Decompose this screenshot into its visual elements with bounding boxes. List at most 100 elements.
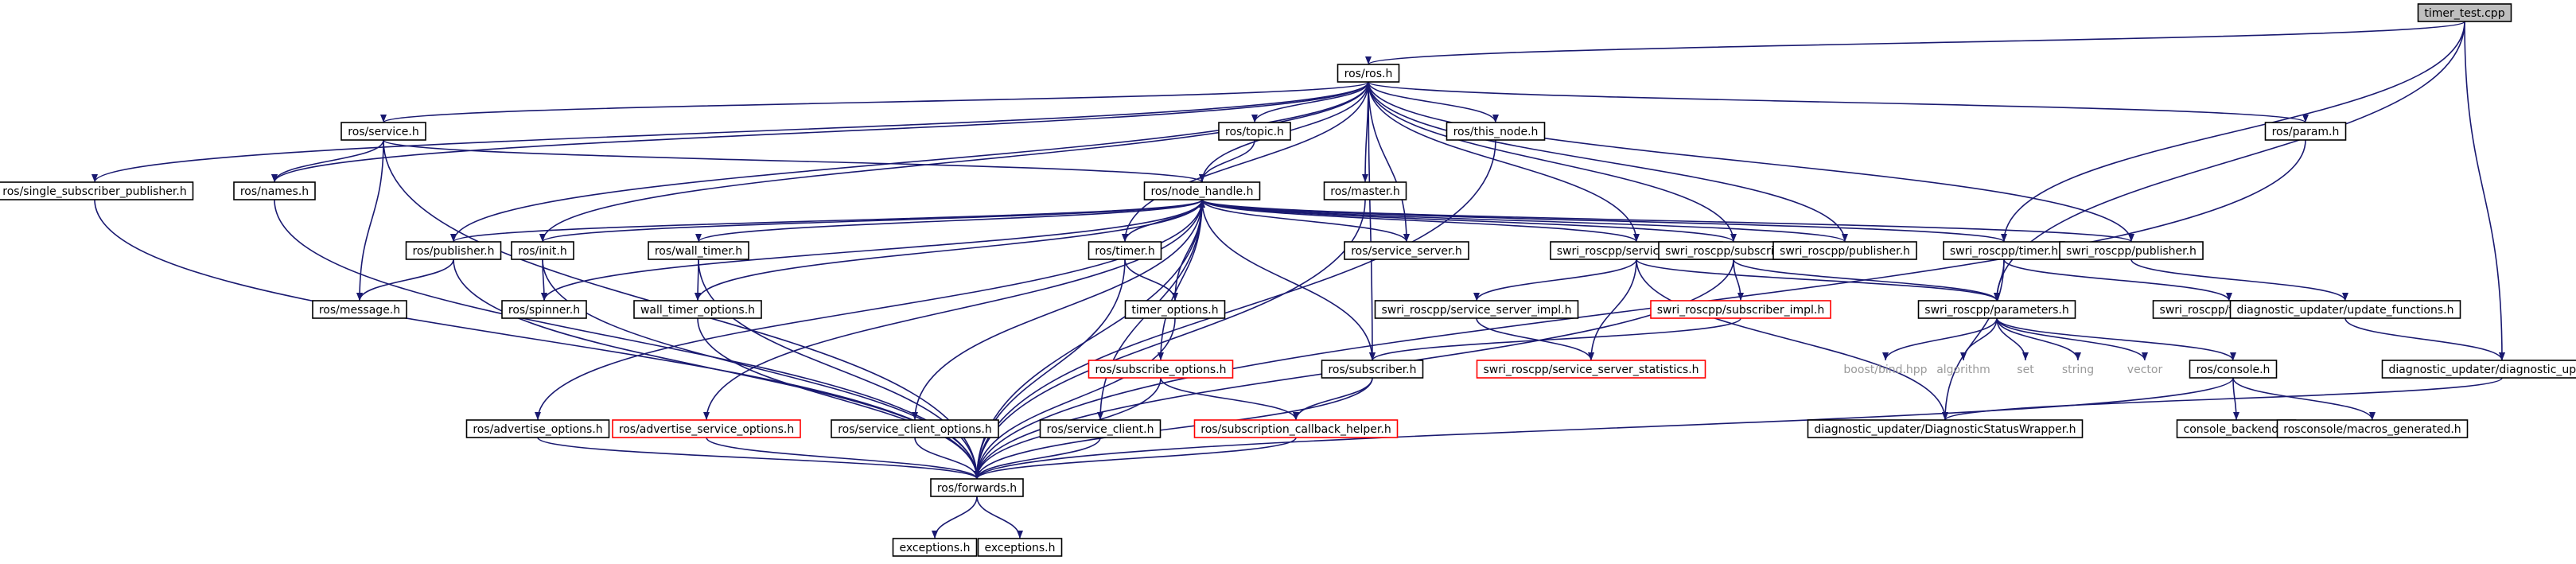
edge-advertise-options-to-forwards [537,437,978,480]
edge-update-functions-to-diag-updater [2344,317,2503,361]
node-boost-bind[interactable]: boost/bind.hpp [1843,364,1927,376]
edge-swri-service-server-to-ss-impl [1476,259,1637,301]
node-label: ros/subscriber.h [1328,364,1416,376]
node-label: ros/param.h [2272,126,2340,138]
edge-ros-ros-to-swri-publisher-mid [1368,81,1846,243]
node-exceptions-2[interactable]: exceptions.h [977,538,1063,557]
node-timer-test[interactable]: timer_test.cpp [2417,3,2512,22]
edge-arrowhead [1882,352,1889,360]
node-forwards[interactable]: ros/forwards.h [930,478,1024,497]
node-label: swri_roscpp/subscriber_impl.h [1657,304,1824,317]
node-label: vector [2127,364,2163,376]
node-node-handle[interactable]: ros/node_handle.h [1143,181,1261,200]
node-service-server[interactable]: ros/service_server.h [1344,241,1469,260]
node-label: boost/bind.hpp [1843,364,1927,376]
node-label: ros/wall_timer.h [655,245,742,258]
node-service[interactable]: ros/service.h [340,122,426,141]
node-label: ros/ros.h [1344,68,1393,80]
node-ros-ros[interactable]: ros/ros.h [1337,64,1400,83]
node-label: ros/publisher.h [412,245,494,258]
edge-arrowhead [1633,234,1640,242]
node-label: swri_roscpp/publisher.h [1780,245,1910,258]
node-label: ros/forwards.h [937,482,1017,495]
node-names[interactable]: ros/names.h [233,181,316,200]
node-box [2264,122,2347,141]
node-macros-generated[interactable]: rosconsole/macros_generated.h [2276,419,2469,438]
node-box [2059,241,2204,260]
node-label: rosconsole/macros_generated.h [2283,423,2461,436]
node-layer: timer_test.cpp ros/ros.h ros/service.h ros/… [0,3,2576,557]
node-swri-subscriber[interactable]: swri_roscpp/subscriber.h [1658,241,1809,260]
node-diag-status-wrapper[interactable]: diagnostic_updater/DiagnosticStatusWrapp… [1807,419,2084,438]
node-service-client[interactable]: ros/service_client.h [1039,419,1162,438]
node-console[interactable]: ros/console.h [2189,360,2278,379]
node-label: ros/topic.h [1225,126,1284,138]
edge-arrowhead [695,234,702,242]
node-publisher-l[interactable]: ros/publisher.h [405,241,502,260]
edge-node-handle-to-init [542,199,1203,243]
edge-ros-ros-to-single-sub-pub [94,81,1369,183]
node-parameters[interactable]: swri_roscpp/parameters.h [1917,300,2076,319]
edge-ros-ros-to-param [1368,81,2306,123]
node-string[interactable]: string [2062,364,2094,376]
node-label: ros/subscription_callback_helper.h [1200,423,1391,436]
node-subscribe-options[interactable]: ros/subscribe_options.h [1088,360,1234,379]
node-swri-timer[interactable]: swri_roscpp/timer.h [1943,241,2065,260]
node-single-sub-pub[interactable]: ros/single_subscriber_publisher.h [0,181,194,200]
node-message[interactable]: ros/message.h [312,300,407,319]
node-ros-timer[interactable]: ros/timer.h [1088,241,1162,260]
edge-swri-timer-to-timer-impl [2003,259,2230,301]
node-label: ros/init.h [518,245,567,258]
edge-arrowhead [535,412,541,420]
edge-ros-ros-to-ros-subscriber [1368,81,1373,361]
node-vector[interactable]: vector [2127,364,2163,376]
node-init[interactable]: ros/init.h [511,241,574,260]
edge-arrowhead [2075,352,2081,360]
edge-service-to-message [359,139,384,301]
node-label: ros/message.h [319,304,400,317]
node-sub-impl[interactable]: swri_roscpp/subscriber_impl.h [1650,300,1831,319]
node-label: console_backend.h [2184,423,2290,436]
node-ss-statistics[interactable]: swri_roscpp/service_server_statistics.h [1476,360,1706,379]
node-adv-service-options[interactable]: ros/advertise_service_options.h [612,419,801,438]
edge-swri-service-server-to-node-handle [1201,199,1637,243]
edge-arrowhead [1251,115,1258,123]
node-topic[interactable]: ros/topic.h [1218,122,1291,141]
node-wall-timer[interactable]: ros/wall_timer.h [648,241,749,260]
node-console-backend[interactable]: console_backend.h [2176,419,2297,438]
node-algorithm[interactable]: algorithm [1936,364,1990,376]
node-label: exceptions.h [899,542,970,554]
node-ss-impl[interactable]: swri_roscpp/service_server_impl.h [1374,300,1579,319]
edge-ros-ros-to-swri-subscriber [1368,81,1734,243]
node-ros-subscriber[interactable]: ros/subscriber.h [1321,360,1424,379]
node-box [511,241,574,260]
node-swri-publisher-r[interactable]: swri_roscpp/publisher.h [2059,241,2204,260]
edge-console-to-macros-generated [2232,377,2373,421]
node-label: ros/spinner.h [508,304,580,317]
edge-subscribe-options-to-sub-callback-helper [1160,377,1297,421]
node-master[interactable]: ros/master.h [1323,181,1407,200]
node-set[interactable]: set [2017,364,2034,376]
node-advertise-options[interactable]: ros/advertise_options.h [465,419,610,438]
edge-arrowhead [1097,412,1103,420]
edge-service-client-to-forwards [976,437,1101,480]
edge-parameters-to-console [1996,317,2234,361]
node-exceptions-1[interactable]: exceptions.h [892,538,978,557]
node-service-client-options[interactable]: ros/service_client_options.h [831,419,999,438]
node-diag-updater[interactable]: diagnostic_updater/diagnostic_updater.h [2381,360,2576,379]
edge-arrowhead [695,293,701,301]
node-box [1218,122,1291,141]
node-this-node[interactable]: ros/this_node.h [1446,122,1546,141]
node-param[interactable]: ros/param.h [2264,122,2347,141]
node-wall-timer-options[interactable]: wall_timer_options.h [633,300,762,319]
edge-arrowhead [1842,234,1848,242]
node-swri-publisher-mid[interactable]: swri_roscpp/publisher.h [1772,241,1917,260]
node-timer-options[interactable]: timer_options.h [1124,300,1226,319]
edge-arrowhead [974,471,980,479]
node-box [892,538,978,557]
node-spinner[interactable]: ros/spinner.h [501,300,587,319]
node-box [1344,241,1469,260]
node-update-functions[interactable]: diagnostic_updater/update_functions.h [2229,300,2461,319]
node-label: wall_timer_options.h [640,304,755,317]
node-sub-callback-helper[interactable]: ros/subscription_callback_helper.h [1193,419,1399,438]
